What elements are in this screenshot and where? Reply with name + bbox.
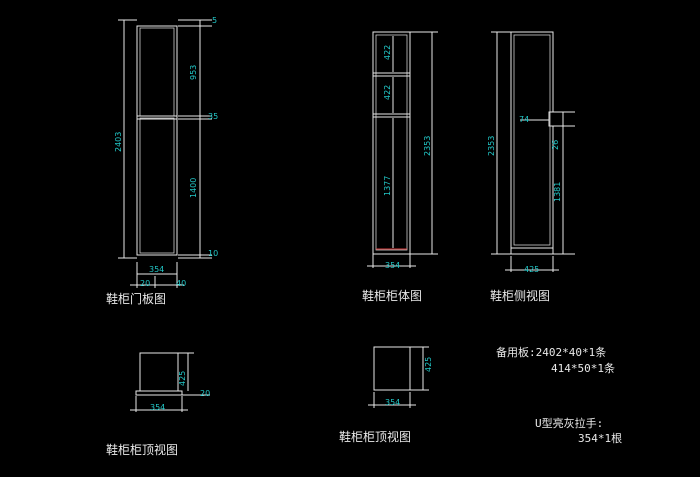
side-notch-gap-label: 26 [551,140,560,150]
cabinet-body-view: 422 422 1377 2353 354 鞋柜柜体图 [362,31,438,303]
side-outline [510,31,554,249]
side-base [510,247,554,255]
handle-note-line1: U型亮灰拉手: [535,416,603,430]
handle-note-line2: 354*1根 [578,431,622,445]
top-left-title: 鞋柜柜顶视图 [106,442,178,457]
door-left-offset-label: 20 [140,279,150,288]
door-panel-view: 5 953 35 1400 10 2403 354 20 40 鞋柜门板图 [106,16,218,306]
side-title: 鞋柜侧视图 [490,288,550,303]
door-lower-panel [139,117,175,254]
spare-note-line1: 备用板:2402*40*1条 [496,345,606,359]
top-view-left: 425 354 20 鞋柜柜顶视图 [106,352,210,457]
body-title: 鞋柜柜体图 [362,288,422,303]
body-total-height-label: 2353 [423,136,432,156]
side-lower-label: 1381 [553,182,562,202]
spare-note-line2: 414*50*1条 [551,361,615,375]
door-right-offset-label: 40 [176,279,186,288]
door-outline [136,25,178,256]
body-shelf2-label: 422 [383,85,392,100]
door-total-height-label: 2403 [114,132,123,152]
body-outline [372,31,411,255]
top-left-offset-label: 20 [200,389,210,398]
top-view-right: 425 354 鞋柜柜顶视图 [339,346,433,444]
top-left-depth-label: 425 [178,371,187,386]
side-notch-label: 74 [519,115,529,124]
notes: 备用板:2402*40*1条 414*50*1条 U型亮灰拉手: 354*1根 [496,345,622,445]
door-bottom-gap-label: 10 [208,249,218,258]
door-lower-label: 1400 [189,178,198,198]
door-title: 鞋柜门板图 [106,291,166,306]
side-depth-label: 425 [524,265,539,274]
body-width-label: 354 [385,261,400,270]
top-right-width-label: 354 [385,398,400,407]
top-left-door [135,390,183,396]
door-middle-gap-label: 35 [208,112,218,121]
door-width-label: 354 [149,265,164,274]
side-view: 2353 74 26 1381 425 鞋柜侧视图 [487,31,575,303]
body-shelf1-label: 422 [383,45,392,60]
top-right-depth-label: 425 [424,357,433,372]
door-upper-panel [139,27,175,117]
door-upper-label: 953 [189,65,198,80]
top-left-width-label: 354 [150,403,165,412]
door-top-gap-label: 5 [212,16,217,25]
top-left-outline [139,352,179,392]
side-total-height-label: 2353 [487,136,496,156]
body-bottom-label: 1377 [383,176,392,196]
top-right-outline [373,346,411,391]
top-right-title: 鞋柜柜顶视图 [339,429,411,444]
